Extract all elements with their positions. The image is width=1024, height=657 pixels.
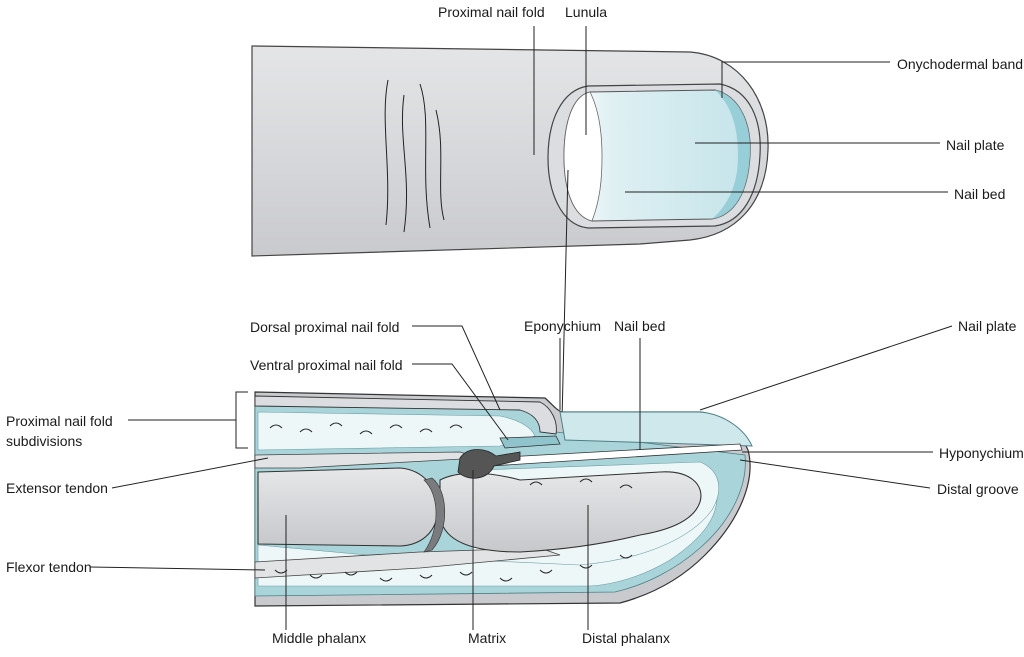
upper-fat-pad (257, 411, 536, 451)
label-dorsal-proximal-nail-fold: Dorsal proximal nail fold (250, 319, 399, 335)
label-nail-plate-section: Nail plate (958, 318, 1017, 334)
label-middle-phalanx: Middle phalanx (272, 630, 366, 646)
middle-phalanx-bone (257, 467, 439, 547)
leader-eponychium-top (561, 169, 569, 421)
nail-plate-section (559, 411, 753, 447)
leader-nail-plate-section (699, 325, 953, 411)
label-hyponychium: Hyponychium (939, 445, 1024, 461)
dorsal-proximal-nail-fold-section (254, 395, 557, 435)
label-distal-phalanx: Distal phalanx (582, 630, 670, 646)
label-proximal-nail-fold-subdivisions-line1: Proximal nail fold (6, 413, 113, 429)
extensor-tendon (254, 451, 481, 469)
leader-extensor-tendon (111, 457, 269, 489)
dip-joint (423, 477, 446, 553)
ventral-proximal-nail-fold-section (499, 435, 561, 449)
finger-dorsal-view (251, 45, 769, 257)
label-extensor-tendon: Extensor tendon (6, 480, 108, 496)
label-nail-bed-section: Nail bed (614, 318, 665, 334)
label-matrix: Matrix (468, 630, 506, 646)
leader-flexor-tendon (89, 566, 266, 571)
label-onychodermal-band: Onychodermal band (897, 56, 1023, 72)
lunula (563, 91, 603, 222)
fat-lobules (269, 422, 633, 582)
onychodermal-band (712, 90, 751, 219)
leader-ventral-proximal-nail-fold (412, 363, 509, 441)
label-ventral-proximal-nail-fold: Ventral proximal nail fold (250, 357, 403, 373)
knuckle-crease (384, 79, 389, 226)
leader-dorsal-proximal-nail-fold (412, 325, 501, 411)
knuckle-crease (419, 83, 431, 229)
label-nail-plate-top: Nail plate (946, 137, 1005, 153)
label-proximal-nail-fold-subdivisions-line2: subdivisions (6, 433, 82, 449)
label-distal-groove: Distal groove (937, 481, 1019, 497)
flexor-tendon (254, 547, 561, 579)
label-eponychium: Eponychium (524, 318, 601, 334)
label-lunula: Lunula (565, 4, 607, 20)
leader-distal-groove (739, 459, 931, 489)
subdivision-bracket (235, 391, 248, 449)
distal-phalanx-bone (439, 471, 702, 553)
finger-sagittal-section (235, 391, 753, 607)
label-flexor-tendon: Flexor tendon (6, 559, 92, 575)
leader-onychodermal-band (721, 61, 890, 98)
label-nail-bed-top: Nail bed (954, 186, 1005, 202)
label-proximal-nail-fold: Proximal nail fold (438, 4, 545, 20)
knuckle-crease (435, 109, 445, 221)
knuckle-crease (401, 94, 408, 233)
